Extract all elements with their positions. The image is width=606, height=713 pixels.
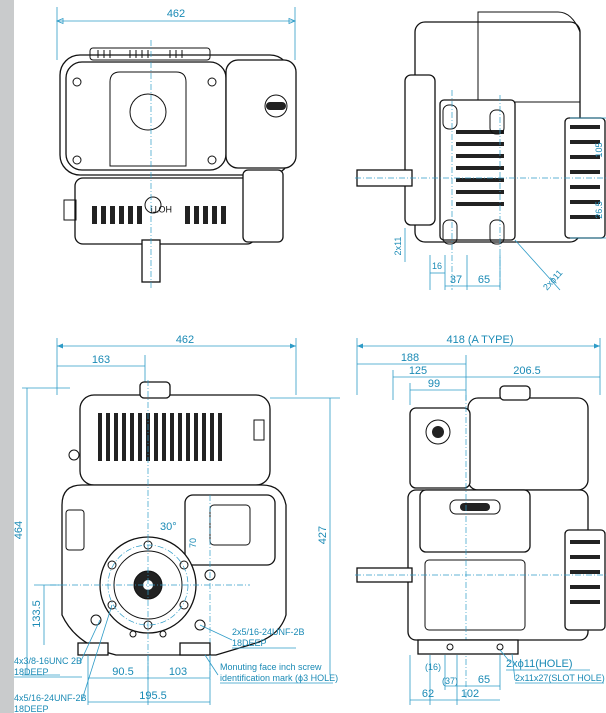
dim-37: 37 [450,274,462,286]
tap-label-1: 2x5/16-24UNF-2B [232,627,305,637]
front-dim-163: 163 [92,354,110,366]
side-dim-125: 125 [409,365,427,377]
left-margin-strip [0,0,14,713]
front-dim-70: 70 [188,538,198,548]
front-height-427: 427 [317,526,329,544]
tap-label-3: 4x5/16-24UNF-2B [14,693,87,703]
side-dim-62: 62 [422,688,434,700]
hot-casting-text: HOT! [151,204,173,214]
top-view-width-label: 462 [167,8,185,20]
dim-2x11: 2x11 [393,237,403,256]
top-right-dim-26-5: 26.5 [594,201,604,219]
dim-65: 65 [478,274,490,286]
top-view: 462 HOT! [55,7,297,290]
dim-hole-2x11: 2xϕ11 [541,268,564,292]
tap-label-2: 4x3/8-16UNC 2B [14,656,82,666]
front-dim-103: 103 [169,666,187,678]
top-right-dim-105: 105 [594,142,604,157]
side-view: 418 (A TYPE) 188 125 99 206.5 [355,334,606,705]
tap-label-1-depth: 18DEEP [232,638,267,648]
front-dim-90-5: 90.5 [112,666,133,678]
tap-label-3-depth: 18DEEP [14,704,49,713]
front-height-464: 464 [13,521,25,539]
mount-label-hole: identification mark (ϕ3 HOLE) [220,673,338,683]
side-width-label: 418 (A TYPE) [446,334,513,346]
dim-16: 16 [432,261,442,271]
front-dim-133-5: 133.5 [31,600,43,628]
tap-label-2-depth: 18DEEP [14,667,49,677]
front-dim-195-5: 195.5 [139,690,167,702]
side-hole-label: 2xϕ11(HOLE) [506,658,572,670]
front-view: 462 163 464 133.5 427 [13,334,340,713]
angle-30: 30° [160,521,177,533]
side-dim-65: 65 [478,674,490,686]
mount-label: Monuting face inch screw [220,662,322,672]
front-width-label: 462 [176,334,194,346]
side-slot-label: 2x11x27(SLOT HOLE) [515,673,605,683]
side-top-view: 105 26.5 2x11 16 37 65 2xϕ11 [355,11,606,292]
side-dim-102: 102 [461,688,479,700]
side-dim-99: 99 [428,378,440,390]
side-dim-37: (37) [442,676,458,686]
side-dim-188: 188 [401,352,419,364]
side-dim-16: (16) [425,662,441,672]
side-dim-206-5: 206.5 [513,365,541,377]
